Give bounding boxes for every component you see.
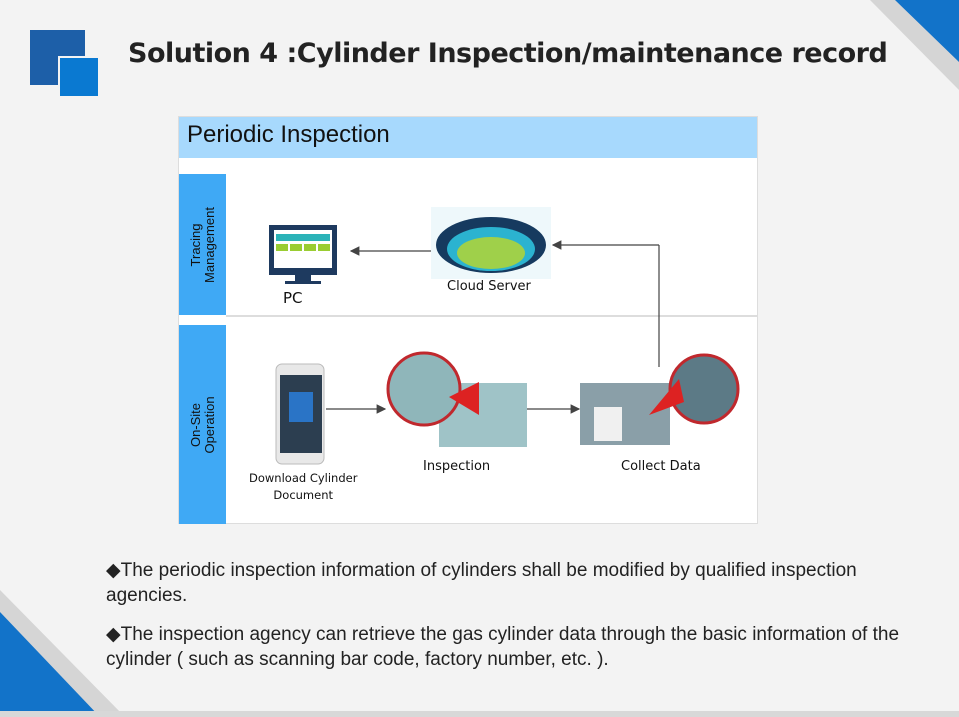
slide-title: Solution 4 :Cylinder Inspection/maintena… <box>128 38 888 69</box>
collect-data-photo <box>580 353 740 445</box>
diagram-header: Periodic Inspection <box>179 117 757 158</box>
diagram-graphics <box>269 207 740 465</box>
cloud-server-icon <box>431 207 551 279</box>
cloud-server-label: Cloud Server <box>447 279 531 294</box>
logo-square-light <box>58 56 100 98</box>
bottom-bar <box>0 711 959 717</box>
pc-monitor-icon <box>269 225 337 284</box>
lane-divider <box>226 315 757 317</box>
inspection-photo <box>386 351 527 447</box>
collect-data-label: Collect Data <box>621 459 701 474</box>
pc-label: PC <box>283 289 303 307</box>
corner-triangle-bottom <box>0 612 100 717</box>
corner-triangle-top <box>895 0 959 62</box>
paragraph-2: ◆The inspection agency can retrieve the … <box>106 624 900 670</box>
phone-icon <box>275 363 325 465</box>
inspection-label: Inspection <box>423 459 491 474</box>
paragraph-1: ◆The periodic inspection information of … <box>106 560 857 606</box>
